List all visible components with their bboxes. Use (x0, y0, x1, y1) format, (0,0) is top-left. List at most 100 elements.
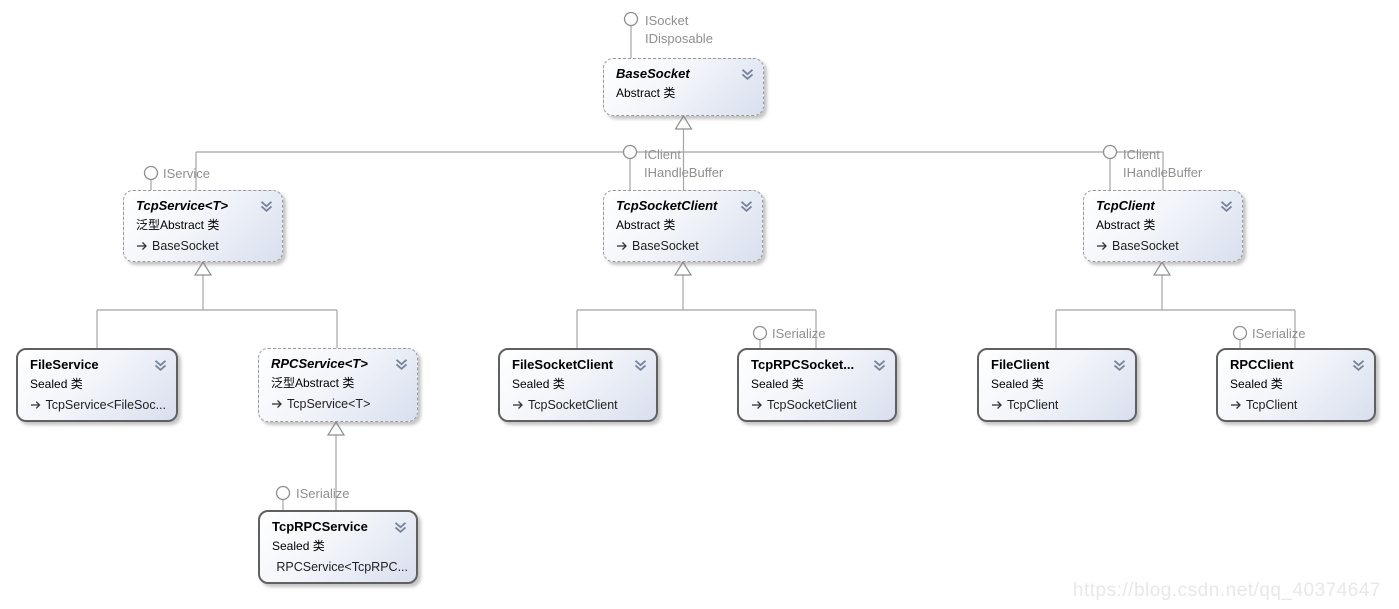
class-title: RPCService<T> (271, 356, 368, 371)
collapse-chevron-icon[interactable] (394, 358, 408, 370)
inheritance-triangle-icon (326, 420, 346, 436)
inherits-arrow-icon (137, 242, 147, 250)
interface-lollipop-icon[interactable] (143, 165, 159, 181)
base-type-name: TcpService<T> (287, 397, 371, 411)
class-title: TcpClient (1096, 198, 1155, 213)
collapse-chevron-icon[interactable] (633, 359, 647, 371)
class-modifier: Abstract 类 (616, 86, 676, 100)
interface-name: IHandleBuffer (1123, 165, 1203, 180)
class-title: TcpSocketClient (616, 198, 718, 213)
inheritance-connector-tcpsocketclient-children (576, 260, 817, 348)
class-modifier: Sealed 类 (30, 377, 83, 391)
class-title: FileClient (991, 357, 1050, 372)
class-modifier: 泛型Abstract 类 (271, 376, 355, 390)
interface-lollipop-icon[interactable] (752, 325, 768, 341)
interface-lollipop-iserialize-bottom[interactable] (275, 485, 291, 511)
class-title: TcpRPCService (272, 519, 368, 534)
base-type-row: TcpClient (1230, 398, 1366, 412)
base-type-name: TcpService<FileSoc... (45, 398, 166, 412)
collapse-chevron-icon[interactable] (739, 200, 753, 212)
class-modifier: Sealed 类 (1230, 377, 1283, 391)
base-type-row: RPCService<TcpRPC... (272, 560, 408, 574)
collapse-chevron-icon[interactable] (872, 359, 886, 371)
class-title: RPCClient (1230, 357, 1294, 372)
interface-lollipop-iclient-right[interactable] (1102, 144, 1118, 191)
base-type-name: BaseSocket (632, 239, 699, 253)
interface-lollipop-icon[interactable] (622, 144, 638, 160)
class-title: FileService (30, 357, 99, 372)
collapse-chevron-icon[interactable] (259, 200, 273, 212)
base-type-row: BaseSocket (1096, 239, 1232, 253)
interface-name: ISocket (645, 13, 689, 28)
interface-name: IClient (644, 147, 681, 162)
base-type-row: BaseSocket (136, 239, 272, 253)
interface-lollipop-isocket[interactable] (623, 11, 639, 59)
collapse-chevron-icon[interactable] (1219, 200, 1233, 212)
interface-lollipop-iserialize-center[interactable] (752, 325, 768, 349)
inherits-arrow-icon (992, 401, 1002, 409)
interface-name: IClient (1123, 147, 1160, 162)
interface-name: ISerialize (1252, 326, 1306, 341)
base-type-name: TcpClient (1246, 398, 1298, 412)
interface-lollipop-icon[interactable] (1102, 144, 1118, 160)
collapse-chevron-icon[interactable] (1351, 359, 1365, 371)
class-box-rpcservice[interactable]: RPCService<T> 泛型Abstract 类 TcpService<T> (258, 348, 418, 422)
inherits-arrow-icon (1097, 242, 1107, 250)
inheritance-connector-rpcservice-children (326, 420, 346, 510)
inheritance-triangle-icon (673, 260, 693, 276)
inheritance-triangle-icon (193, 260, 213, 276)
interface-name: IService (163, 166, 210, 181)
interface-label-iserialize-center: ISerialize (772, 325, 825, 343)
interface-label-iserialize-bottom: ISerialize (296, 485, 349, 503)
base-type-row: TcpSocketClient (512, 398, 648, 412)
interface-lollipop-iserialize-right[interactable] (1232, 325, 1248, 349)
class-modifier: Sealed 类 (991, 377, 1044, 391)
inheritance-triangle-icon (674, 114, 693, 130)
collapse-chevron-icon[interactable] (153, 359, 167, 371)
interface-lollipop-icon[interactable] (623, 11, 639, 27)
collapse-chevron-icon[interactable] (393, 521, 407, 533)
base-type-row: BaseSocket (616, 239, 752, 253)
base-type-row: TcpService<T> (271, 397, 407, 411)
interface-name: ISerialize (296, 486, 350, 501)
class-title: FileSocketClient (512, 357, 614, 372)
class-title: TcpService<T> (136, 198, 229, 213)
inherits-arrow-icon (617, 242, 627, 250)
class-title: BaseSocket (616, 66, 690, 81)
inherits-arrow-icon (1231, 401, 1241, 409)
class-modifier: Sealed 类 (272, 539, 325, 553)
base-type-name: BaseSocket (152, 239, 219, 253)
interface-name: ISerialize (772, 326, 826, 341)
base-type-name: TcpSocketClient (767, 398, 857, 412)
class-box-tcpservice[interactable]: TcpService<T> 泛型Abstract 类 BaseSocket (123, 190, 283, 262)
interface-lollipop-icon[interactable] (1232, 325, 1248, 341)
base-type-row: TcpService<FileSoc... (30, 398, 166, 412)
inheritance-triangle-icon (1152, 260, 1172, 276)
interface-lollipop-icon[interactable] (275, 485, 291, 501)
class-modifier: 泛型Abstract 类 (136, 218, 220, 232)
collapse-chevron-icon[interactable] (1112, 359, 1126, 371)
interface-name: IHandleBuffer (644, 165, 724, 180)
base-type-name: BaseSocket (1112, 239, 1179, 253)
interface-label-iservice: IService (163, 165, 210, 183)
watermark: https://blog.csdn.net/qq_40374647 (1072, 580, 1381, 601)
class-modifier: Sealed 类 (751, 377, 804, 391)
collapse-chevron-icon[interactable] (740, 68, 754, 80)
class-modifier: Sealed 类 (512, 377, 565, 391)
interface-lollipop-iservice[interactable] (143, 165, 159, 191)
inheritance-connector-basesocket-children (195, 114, 1164, 190)
interface-lollipop-iclient-center[interactable] (622, 144, 638, 191)
